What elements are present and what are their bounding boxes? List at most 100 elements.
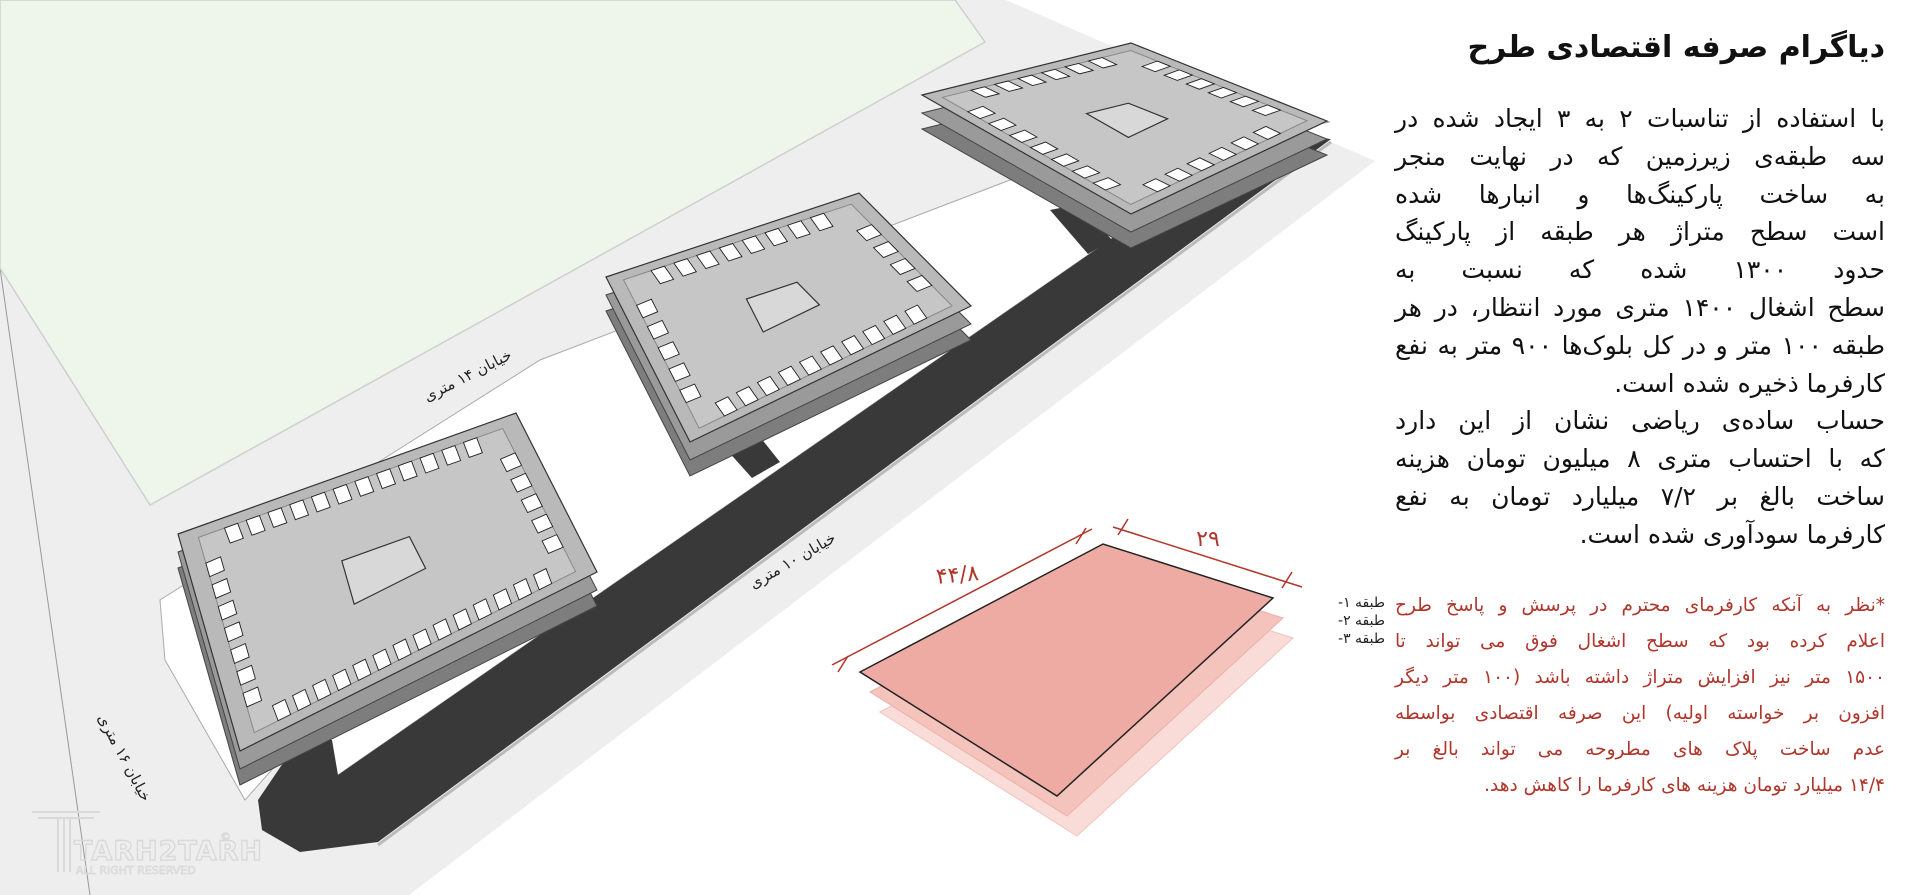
- parked-car: [714, 396, 738, 417]
- stair-core: [1085, 102, 1170, 139]
- description-line: ساخت بالغ بر ۷/۲ میلیارد تومان به نفع: [1395, 481, 1885, 511]
- parked-car: [267, 507, 288, 529]
- parked-car: [332, 668, 352, 692]
- parked-car: [472, 598, 493, 621]
- footnote-line: ۱۴/۴ میلیارد تومان هزینه های کارفرما را …: [1484, 775, 1885, 796]
- parked-car: [230, 643, 250, 665]
- parked-car: [993, 80, 1024, 92]
- parked-car: [499, 452, 523, 473]
- parked-car: [650, 265, 675, 285]
- parked-car: [819, 345, 844, 366]
- parked-car: [1208, 146, 1238, 161]
- footnote-line: عدم ساخت پلاک های مطروحه می تواند بالغ ب…: [1395, 739, 1885, 760]
- parked-car: [354, 476, 375, 497]
- floor-label-3: طبقه ۳-: [1338, 631, 1385, 647]
- parked-car: [1141, 178, 1172, 193]
- parked-car: [512, 578, 533, 601]
- green-area: [0, 0, 987, 506]
- parked-car: [520, 493, 543, 514]
- parked-car: [211, 577, 232, 599]
- parked-car: [635, 298, 659, 319]
- tarh2tarh-logo: TARH2TARH ALL RIGHT RESERVED ©: [32, 811, 263, 877]
- parked-car: [1185, 78, 1216, 90]
- parked-car: [657, 341, 680, 361]
- logo-copyright: ©: [220, 830, 231, 843]
- access-road: [258, 133, 1331, 852]
- stair-core: [745, 281, 821, 333]
- parked-car: [889, 257, 916, 276]
- parked-car: [1008, 129, 1038, 143]
- parked-car: [1016, 74, 1048, 87]
- page-title: دیاگرام صرفه اقتصادی طرح: [1467, 30, 1885, 65]
- footnote-line: *نظر به آنکه کارفرمای محترم در پرسش و پا…: [1395, 595, 1885, 616]
- parked-car: [412, 628, 432, 651]
- footnote-text: *نظر به آنکه کارفرمای محترم در پرسش و پا…: [1395, 588, 1885, 804]
- street-16-edge: [0, 267, 91, 895]
- parked-car: [312, 678, 332, 702]
- parked-car: [841, 335, 865, 356]
- parked-car: [679, 383, 702, 404]
- description-line: کارفرما ذخیره شده است.: [1614, 368, 1885, 398]
- dimension-tick: [1281, 571, 1293, 589]
- parked-car: [419, 452, 440, 474]
- parked-car: [1207, 86, 1238, 99]
- parked-car: [223, 621, 244, 643]
- footnote-line: ۱۵۰۰ متر نیز افزایش متراژ داشته باشد (۱۰…: [1395, 667, 1885, 688]
- parked-car: [372, 648, 392, 671]
- description-line: به ساخت پارکینگ‌ها و انبارها شده: [1395, 179, 1885, 209]
- parked-car: [242, 686, 263, 708]
- logo-name: TARH2TARH: [74, 836, 263, 867]
- parked-car: [1092, 177, 1122, 191]
- parked-car: [1063, 62, 1095, 75]
- parked-car: [809, 212, 834, 232]
- parked-car: [531, 513, 554, 534]
- parking-buildings: [177, 42, 1329, 786]
- parked-car: [906, 274, 933, 293]
- parked-car: [532, 567, 553, 591]
- parked-car: [492, 588, 513, 611]
- description-line: که با احتساب متری ۸ میلیون تومان هزینه: [1395, 444, 1885, 474]
- parked-car: [673, 258, 698, 277]
- parked-car: [969, 86, 1001, 98]
- description-line: سه طبقه‌ی زیرزمین که در نهایت منجر: [1395, 141, 1885, 171]
- parked-car: [1140, 60, 1172, 73]
- parked-car: [441, 444, 462, 466]
- parked-car: [310, 491, 331, 513]
- parked-car: [271, 698, 292, 722]
- parked-car: [695, 250, 720, 270]
- description-line: کارفرما سودآوری شده است.: [1579, 519, 1885, 549]
- parked-car: [1251, 104, 1282, 117]
- parked-car: [1087, 57, 1118, 69]
- slab-floor-1: [858, 543, 1275, 797]
- parked-car: [245, 514, 266, 536]
- parked-car: [510, 472, 533, 493]
- stair-core: [341, 535, 427, 606]
- parked-car: [392, 638, 412, 661]
- description-line: طبقه ۱۰۰ متر و در کل بلوک‌ها ۹۰۰ متر به …: [1395, 330, 1885, 360]
- parked-car: [462, 437, 483, 459]
- dimension-line-width: [1112, 526, 1303, 588]
- parked-car: [646, 319, 670, 340]
- parked-car: [966, 105, 997, 120]
- parked-car: [236, 664, 256, 686]
- parked-car: [756, 375, 780, 397]
- floor-label-2: طبقه ۲-: [1338, 613, 1385, 629]
- parked-car: [217, 599, 238, 621]
- parked-car: [205, 556, 225, 578]
- parked-car: [987, 117, 1018, 132]
- footnote-line: اعلام کرده بود که سطح اشغال فوق می تواند…: [1395, 631, 1885, 652]
- parked-car: [397, 460, 418, 482]
- parked-car: [883, 314, 907, 335]
- parked-car: [1071, 165, 1101, 179]
- parked-car: [1029, 141, 1059, 155]
- parked-car: [1040, 68, 1071, 81]
- parked-car: [352, 658, 372, 682]
- parked-car: [872, 241, 899, 259]
- dimension-tick: [837, 655, 849, 673]
- parked-car: [332, 483, 353, 505]
- parked-car: [786, 220, 811, 239]
- parked-car: [764, 227, 789, 247]
- floor-label-1: طبقه ۱-: [1338, 595, 1385, 611]
- logo-tagline: ALL RIGHT RESERVED: [76, 864, 196, 877]
- description-line: است سطح متراژ هر طبقه از پارکینگ: [1395, 217, 1885, 247]
